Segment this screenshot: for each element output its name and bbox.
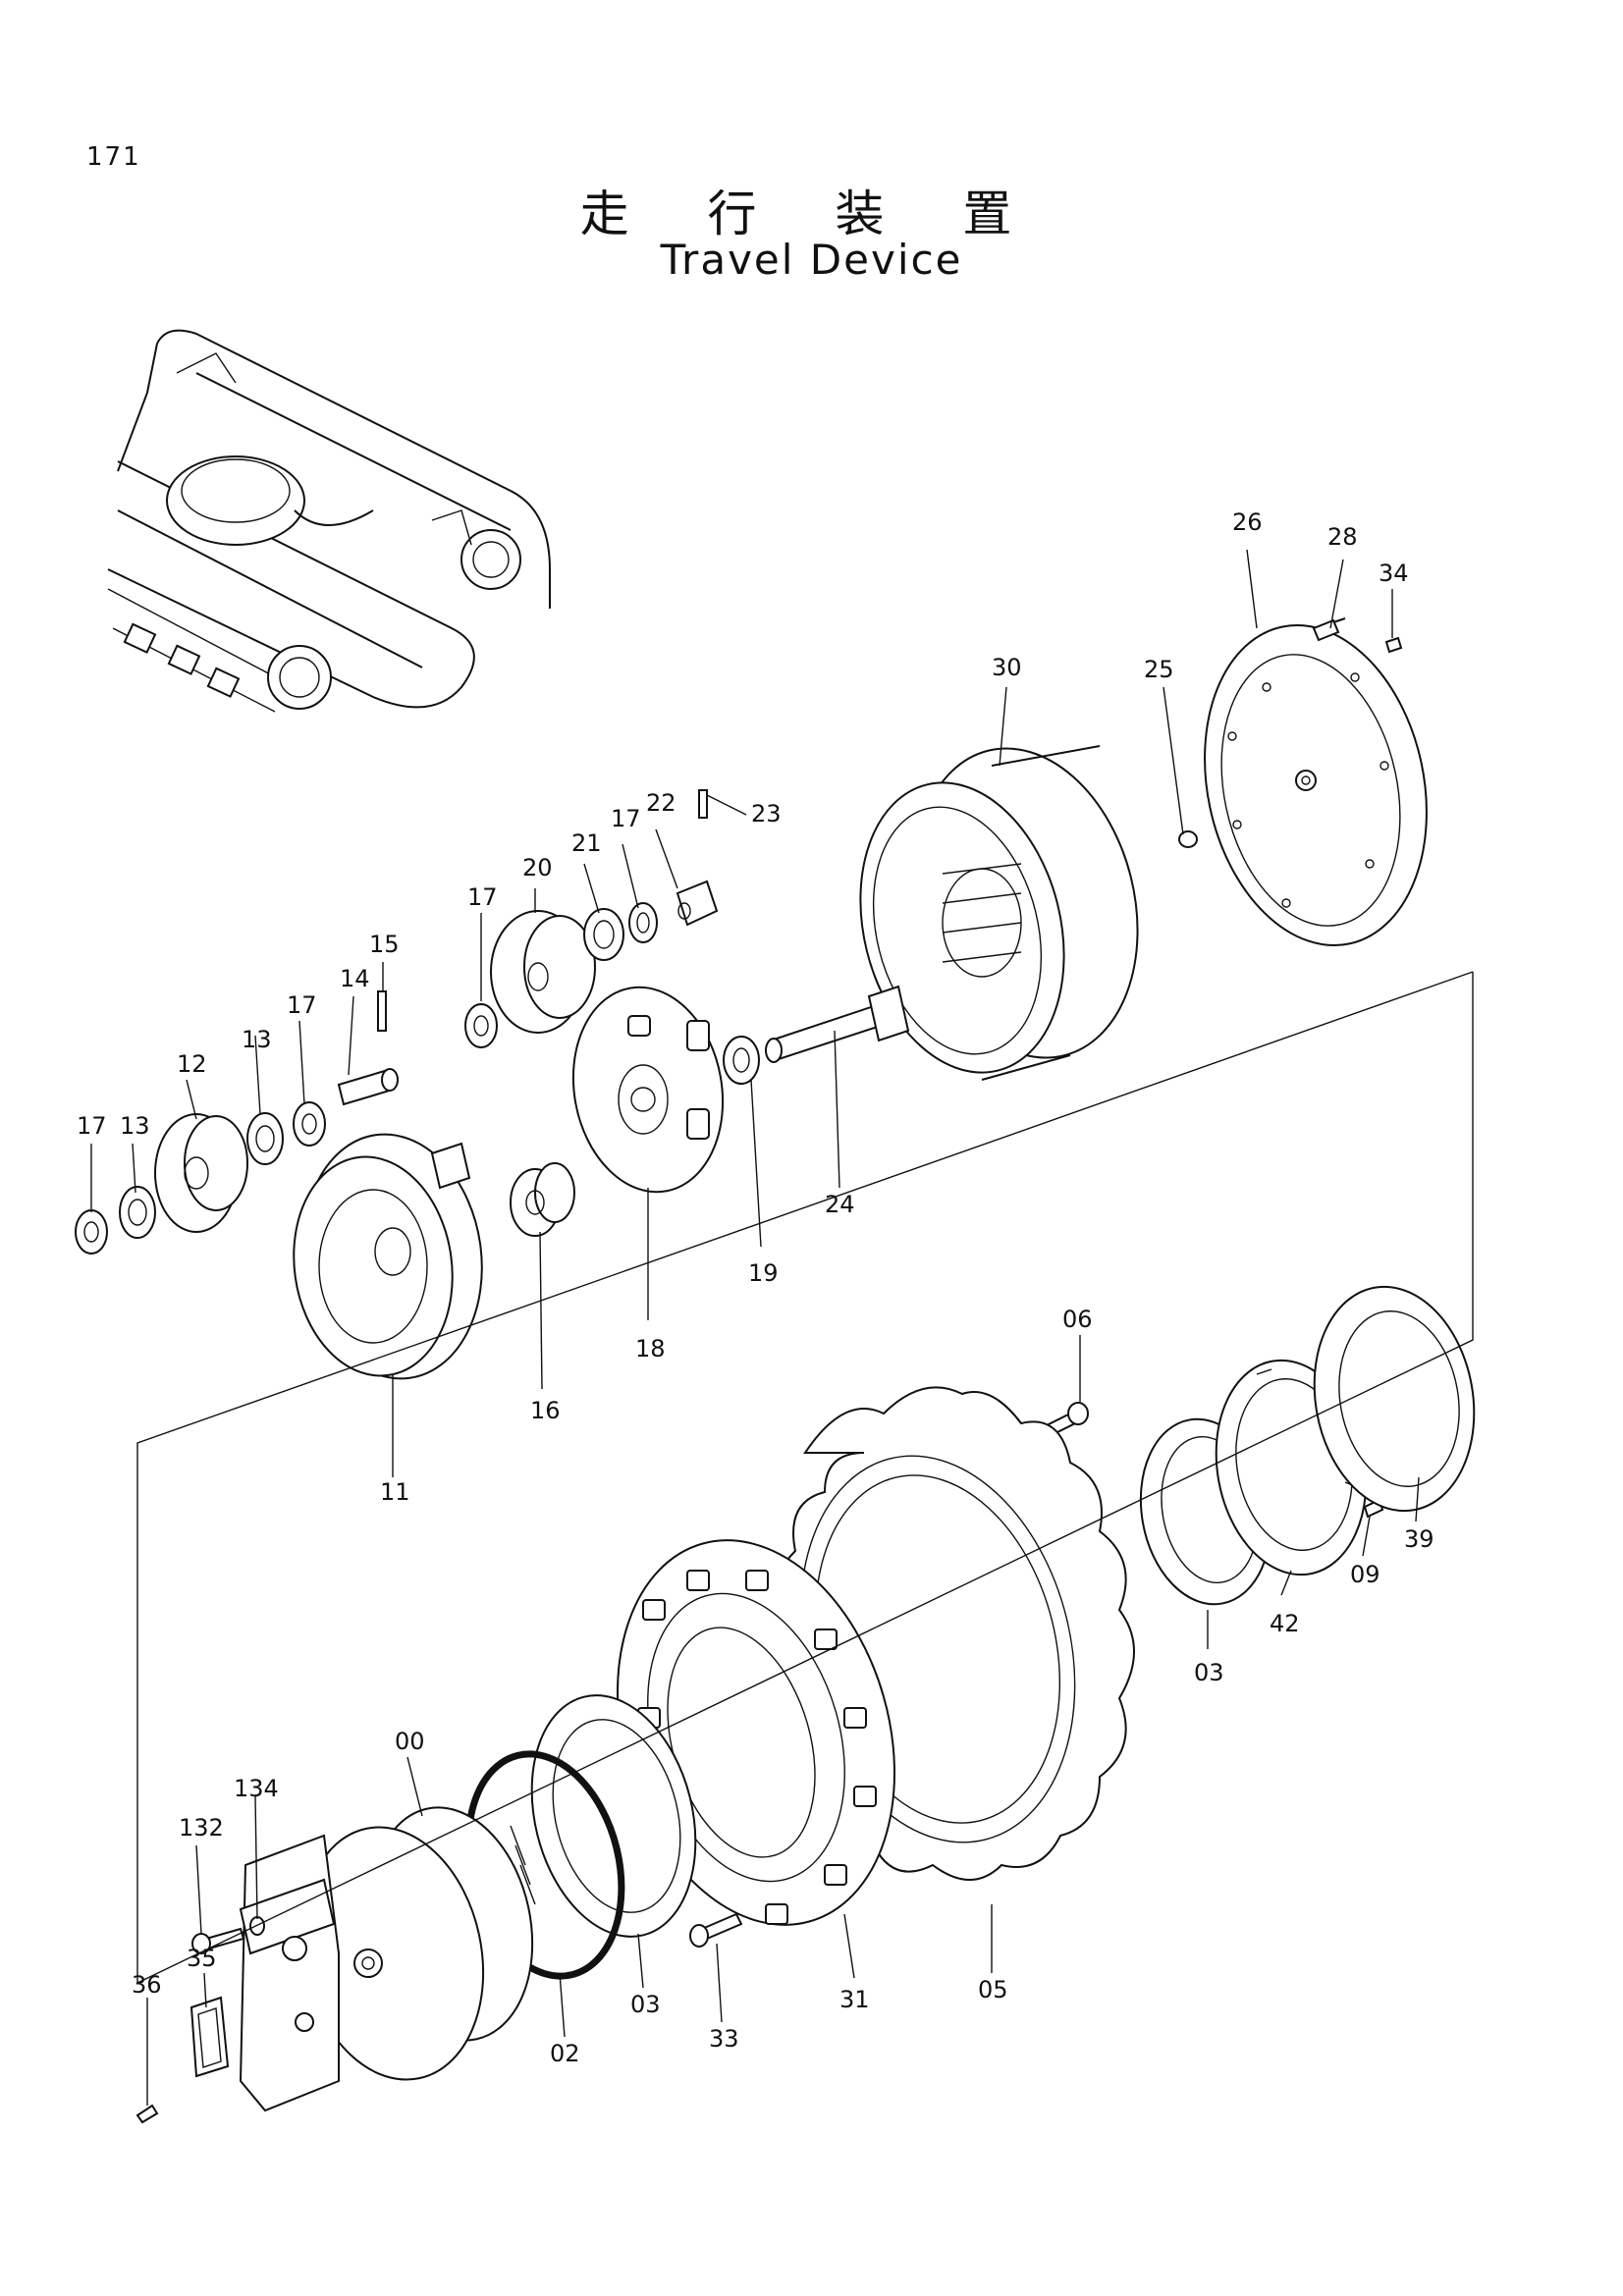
callout-42: 42	[1270, 1610, 1300, 1637]
callout-23: 23	[751, 800, 782, 828]
housing-30	[859, 745, 1139, 1081]
callout-34: 34	[1379, 560, 1409, 587]
callout-132: 132	[179, 1814, 224, 1842]
cover-39	[1313, 1285, 1476, 1513]
callout-09: 09	[1350, 1561, 1380, 1588]
callout-24: 24	[825, 1191, 855, 1218]
gear-20	[490, 910, 596, 1034]
callout-14: 14	[340, 965, 370, 992]
callout-28: 28	[1327, 523, 1358, 551]
callout-30: 30	[992, 654, 1022, 681]
carrier-18	[571, 986, 725, 1194]
travel-motor-00	[239, 1806, 536, 2112]
undercarriage-inset	[107, 329, 551, 713]
gear-16	[510, 1162, 575, 1237]
callout-20: 20	[522, 854, 553, 881]
pin-22	[676, 880, 719, 927]
gear-12	[154, 1113, 248, 1233]
assembly-guide-lines	[136, 971, 1474, 1985]
shaft-24	[765, 985, 910, 1063]
nut-25	[1178, 830, 1198, 848]
callout-16: 16	[530, 1397, 561, 1424]
leader-lines	[90, 549, 1420, 2106]
cover-26	[1204, 623, 1428, 947]
callout-17a: 17	[611, 805, 641, 832]
callout-39: 39	[1404, 1525, 1434, 1553]
gasket-35	[189, 1996, 230, 2078]
callout-17c: 17	[287, 991, 317, 1019]
callout-18: 18	[635, 1335, 666, 1362]
bearing-21	[583, 908, 624, 961]
callout-12: 12	[177, 1050, 207, 1078]
pin-23	[698, 789, 708, 819]
callout-labels: 26 28 34 30 25 22 23 17 21 20 17 15 14 1…	[77, 508, 1434, 2067]
callout-11: 11	[380, 1478, 410, 1506]
callout-36: 36	[132, 1971, 162, 1999]
callout-13a: 13	[242, 1026, 272, 1053]
bolt-132	[191, 1927, 245, 1954]
callout-22: 22	[646, 789, 676, 817]
callout-05: 05	[978, 1976, 1008, 2003]
callout-17b: 17	[467, 883, 498, 911]
callout-06: 06	[1062, 1306, 1093, 1333]
bearing-13-b	[119, 1186, 156, 1239]
callout-15: 15	[369, 931, 400, 958]
callout-03a: 03	[1194, 1659, 1224, 1686]
callout-02: 02	[550, 2040, 580, 2067]
callout-26: 26	[1232, 508, 1263, 536]
page-number: 171	[86, 142, 141, 172]
callout-134: 134	[234, 1775, 279, 1802]
washer-17-left	[464, 1003, 498, 1048]
seal-03-left	[530, 1694, 697, 1938]
callout-13b: 13	[120, 1112, 150, 1140]
plug-34	[1384, 636, 1403, 654]
pin-15	[377, 990, 387, 1032]
title-japanese: 走 行 装 置	[579, 186, 1044, 242]
callout-33: 33	[709, 2025, 739, 2053]
carrier-11	[293, 1133, 483, 1380]
callout-00: 00	[395, 1728, 425, 1755]
callout-21: 21	[571, 829, 602, 857]
callout-31: 31	[839, 1986, 870, 2013]
callout-25: 25	[1144, 656, 1174, 683]
callout-17d: 17	[77, 1112, 107, 1140]
callout-19: 19	[748, 1259, 779, 1287]
bearing-13-a	[246, 1112, 284, 1165]
washer-19	[723, 1036, 760, 1085]
bolt-28	[1312, 617, 1346, 642]
callout-35: 35	[187, 1945, 217, 1972]
title-english: Travel Device	[660, 236, 963, 284]
washer-17-far	[75, 1209, 108, 1255]
washer-17-top	[628, 902, 658, 943]
bolt-33	[689, 1912, 743, 1948]
pin-14	[337, 1068, 399, 1106]
callout-03b: 03	[630, 1991, 661, 2018]
screw-36	[135, 2104, 159, 2124]
washer-17-mid	[293, 1101, 326, 1147]
